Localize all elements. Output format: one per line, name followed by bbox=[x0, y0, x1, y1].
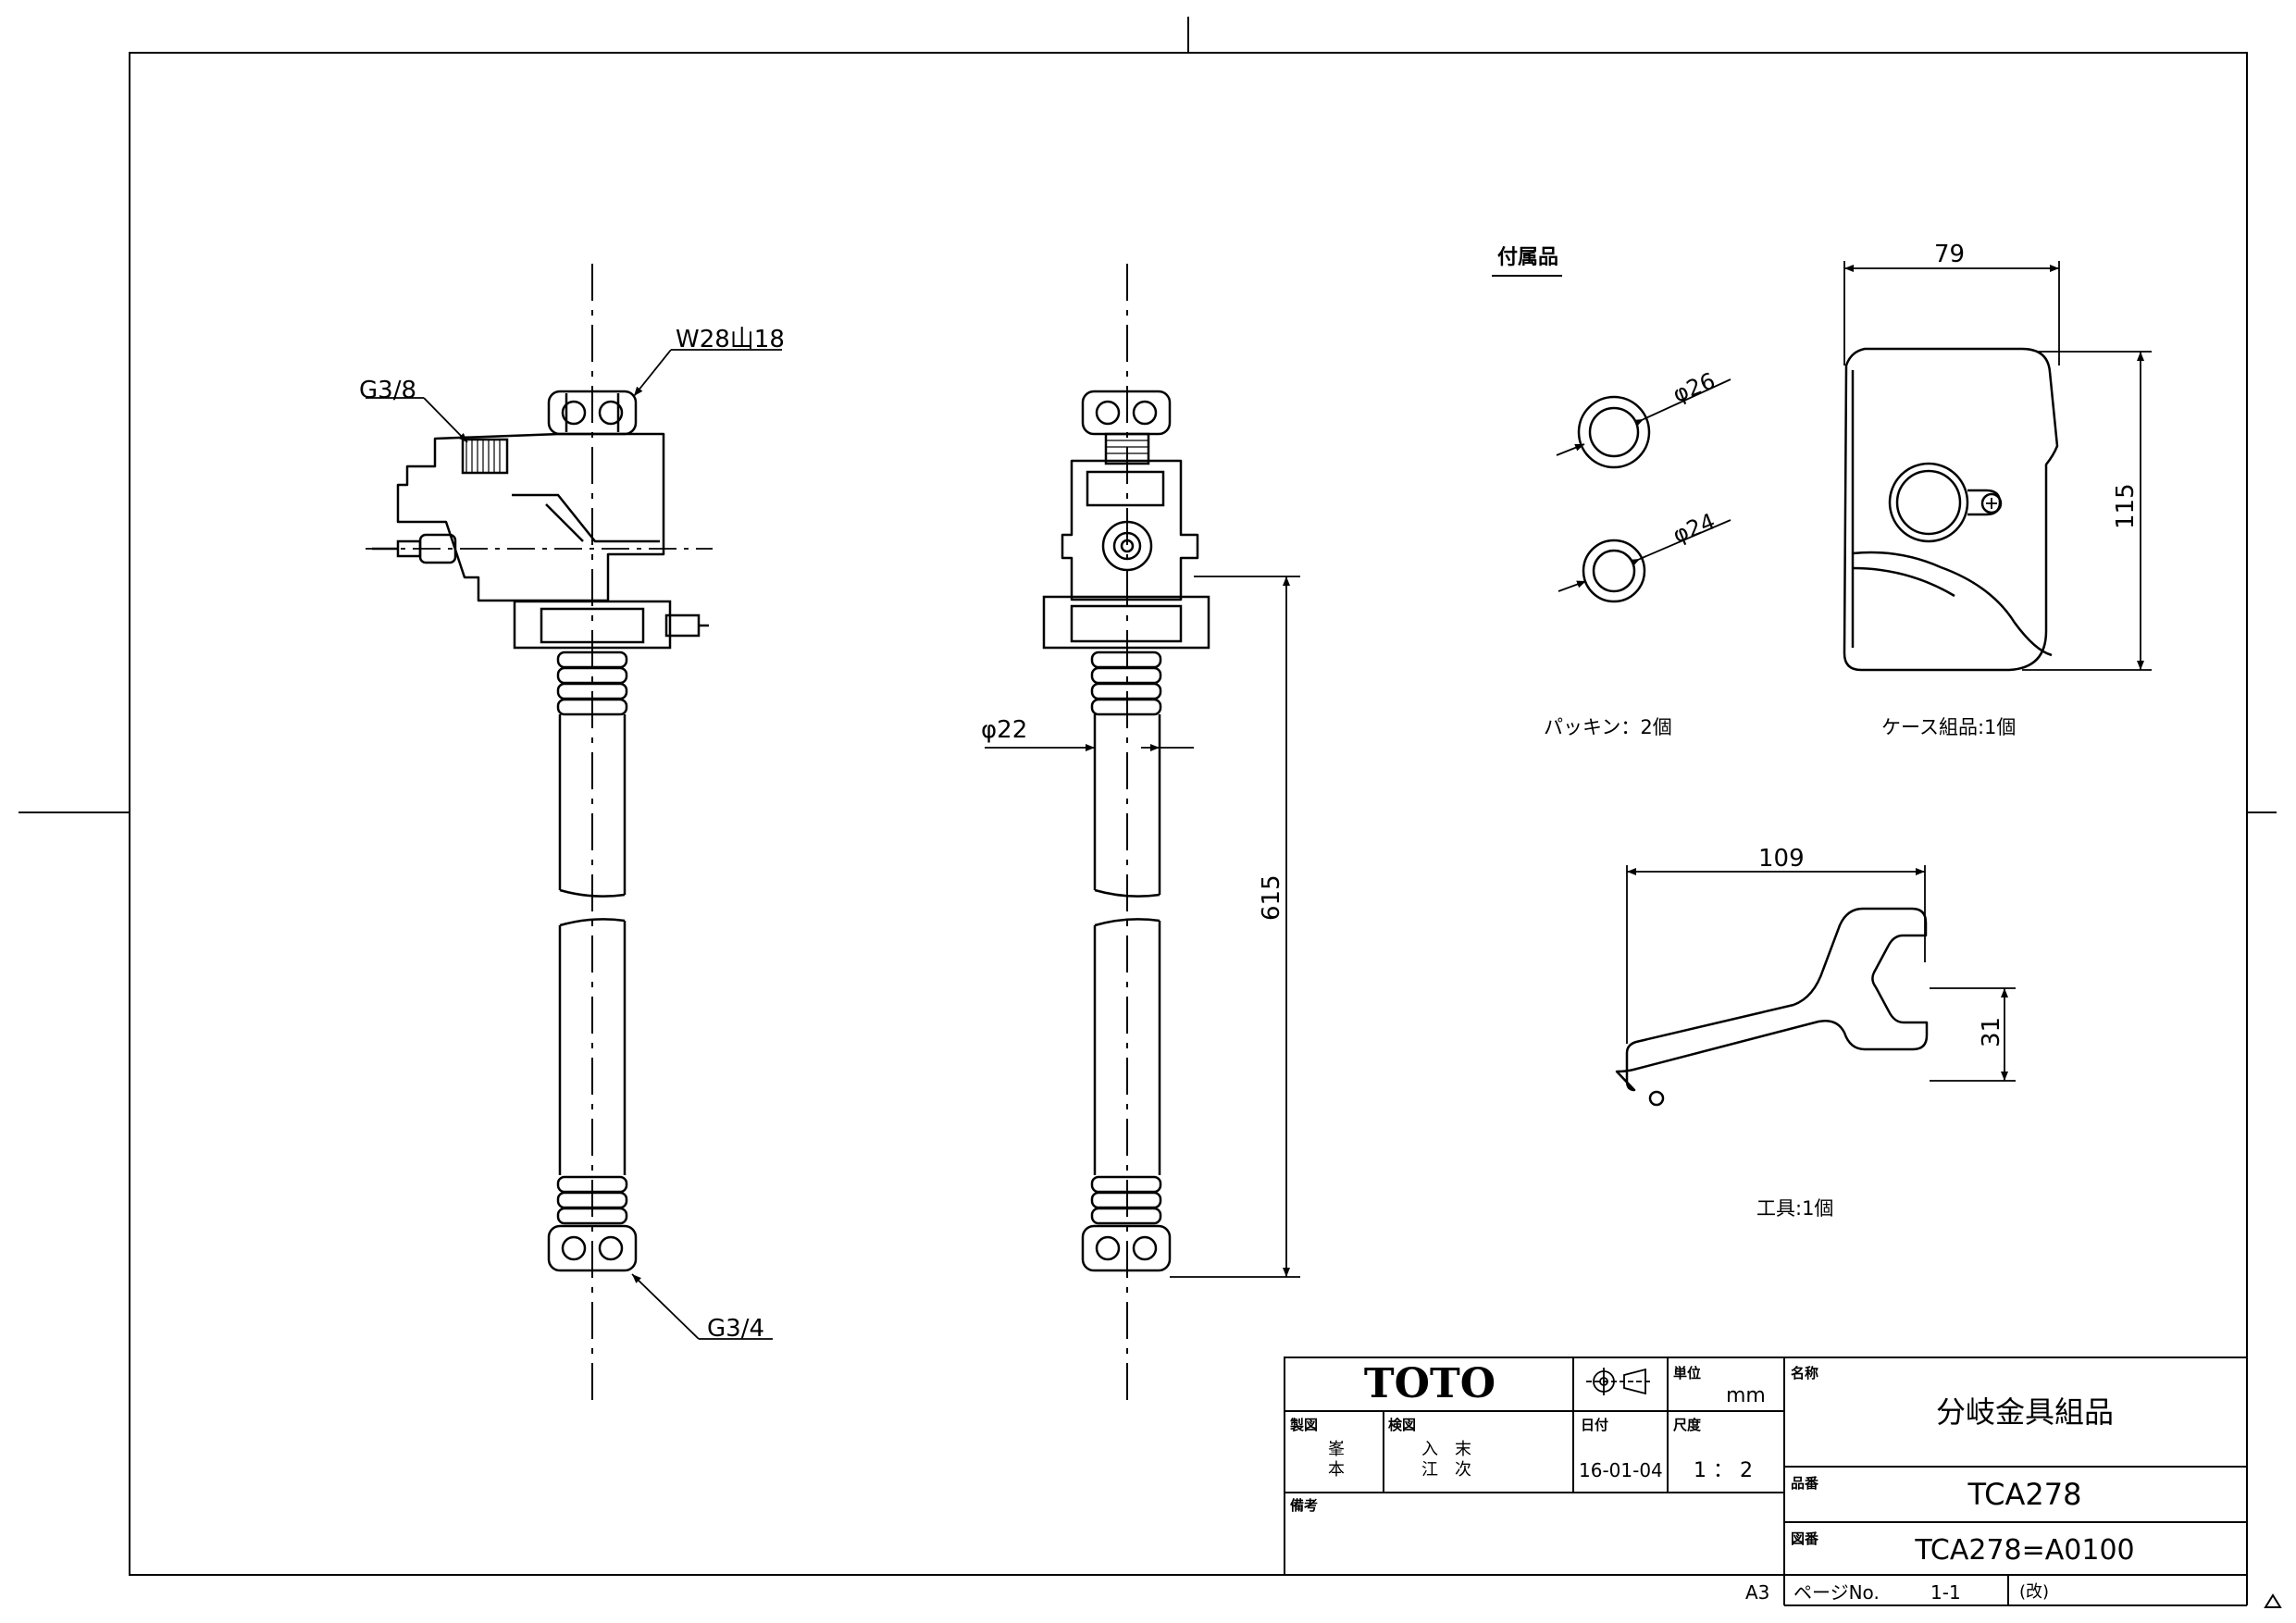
page-label: ページNo. bbox=[1793, 1581, 1880, 1604]
case-dimensions bbox=[1843, 261, 2152, 671]
unit-value: mm bbox=[1726, 1384, 1766, 1407]
revision-triangle-icon bbox=[2264, 1593, 2282, 1608]
label-115: 115 bbox=[2112, 483, 2140, 529]
scale-label: 尺度 bbox=[1673, 1417, 1702, 1433]
packing-rings bbox=[1577, 395, 1651, 603]
label-phi26: φ26 bbox=[1669, 367, 1719, 407]
label-g34: G3/4 bbox=[707, 1315, 764, 1343]
product-name: 分岐金具組品 bbox=[1936, 1394, 2114, 1430]
name-label: 名称 bbox=[1791, 1365, 1818, 1381]
title-block bbox=[1284, 1357, 2248, 1606]
side-dimensions bbox=[985, 576, 1300, 1278]
date-value: 16-01-04 bbox=[1579, 1459, 1663, 1481]
date-label: 日付 bbox=[1581, 1417, 1608, 1433]
label-79: 79 bbox=[1934, 241, 1965, 268]
front-view bbox=[366, 264, 713, 1406]
remarks-label: 備考 bbox=[1290, 1497, 1318, 1514]
checked-label: 検図 bbox=[1388, 1417, 1416, 1433]
drawing-number: TCA278=A0100 bbox=[1914, 1534, 2134, 1567]
projection-symbol-icon bbox=[1586, 1368, 1652, 1395]
side-view bbox=[1042, 264, 1210, 1406]
checked-by-1: 入 末 bbox=[1421, 1440, 1471, 1459]
drawn-label: 製図 bbox=[1289, 1417, 1318, 1433]
sheet-size: A3 bbox=[1745, 1581, 1769, 1604]
drawing-label: 図番 bbox=[1791, 1530, 1819, 1547]
sheet-frame bbox=[19, 17, 2277, 1576]
label-g38: G3/8 bbox=[359, 377, 416, 404]
revision-label: (改) bbox=[2019, 1582, 2049, 1602]
drawn-by-2: 本 bbox=[1328, 1460, 1345, 1480]
label-phi22: φ22 bbox=[981, 716, 1027, 744]
label-109: 109 bbox=[1758, 845, 1805, 873]
scale-value: 1 ： 2 bbox=[1694, 1459, 1753, 1482]
part-number: TCA278 bbox=[1967, 1477, 2082, 1512]
accessories-title: 付属品 bbox=[1497, 246, 1558, 269]
tool-caption: 工具:1個 bbox=[1756, 1197, 1833, 1220]
packing-leaders bbox=[1556, 378, 1731, 592]
label-phi24: φ24 bbox=[1669, 508, 1719, 548]
case-caption: ケース組品:1個 bbox=[1881, 716, 2016, 738]
tool-drawing bbox=[1615, 907, 1929, 1107]
toto-logo: TOTO bbox=[1364, 1360, 1496, 1407]
packing-caption: パッキン：2個 bbox=[1544, 716, 1672, 738]
tool-dimensions bbox=[1626, 865, 2016, 1082]
page-number: 1-1 bbox=[1930, 1581, 1961, 1604]
drawn-by-1: 峯 bbox=[1328, 1440, 1345, 1459]
label-w28-thread: W28山18 bbox=[676, 326, 785, 353]
front-leaders bbox=[366, 349, 782, 1340]
part-label: 品番 bbox=[1791, 1475, 1819, 1492]
label-31: 31 bbox=[1978, 1017, 2005, 1047]
unit-label: 単位 bbox=[1673, 1365, 1701, 1381]
checked-by-2: 江 次 bbox=[1421, 1460, 1471, 1480]
label-615: 615 bbox=[1258, 874, 1285, 921]
case-drawing bbox=[1843, 347, 2059, 672]
